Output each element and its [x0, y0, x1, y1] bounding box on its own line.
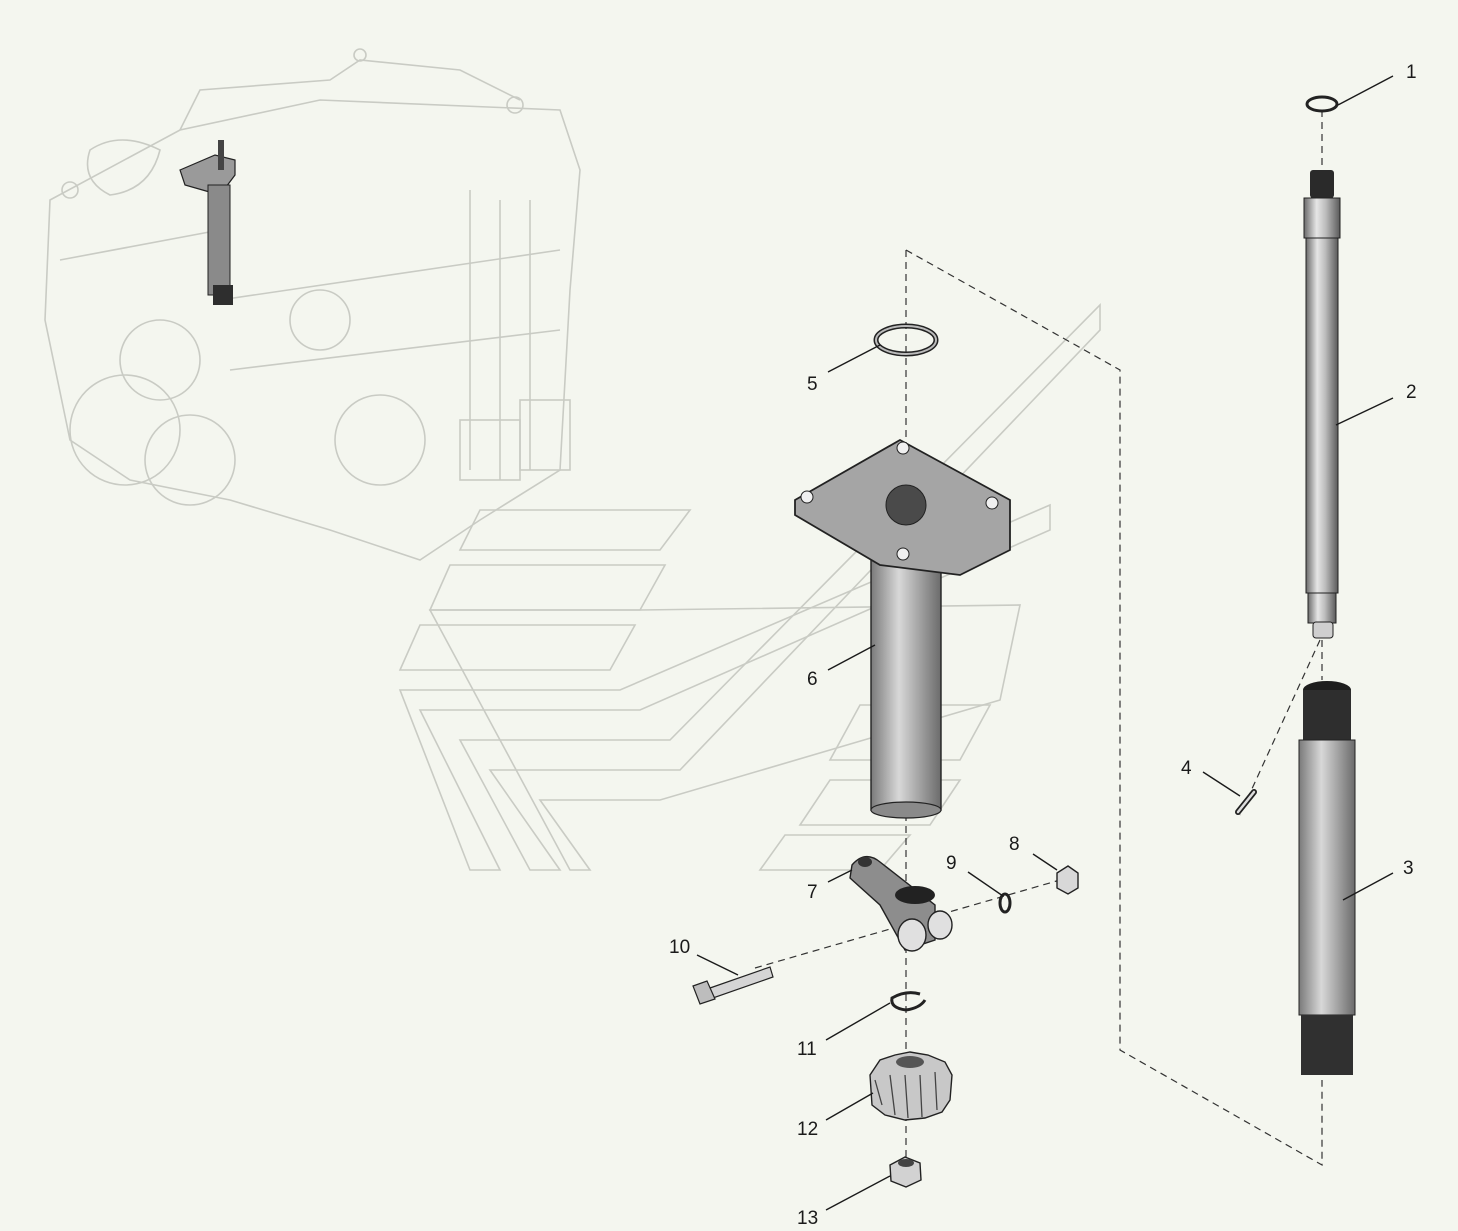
callout-4: 4	[1181, 758, 1192, 779]
callout-labels: 1 2 3 4 5 6 7 8 9 10 11 12 13	[669, 62, 1417, 1229]
part-9-washer	[998, 892, 1012, 914]
callout-3: 3	[1403, 858, 1414, 879]
callout-leader-lines	[696, 75, 1394, 1211]
callout-7: 7	[807, 882, 818, 903]
callout-10: 10	[669, 937, 690, 958]
part-4-pin	[1235, 789, 1257, 815]
part-6-flanged-housing	[794, 438, 1011, 819]
part-8-hex-nut	[1056, 865, 1079, 895]
part-5-o-ring	[873, 323, 939, 357]
part-10-bolt	[692, 966, 774, 1005]
callout-1: 1	[1406, 62, 1417, 83]
callout-6: 6	[807, 669, 818, 690]
callout-8: 8	[1009, 834, 1020, 855]
gearbox-assembly-overview	[44, 48, 581, 561]
callout-12: 12	[797, 1119, 818, 1140]
part-13-castle-nut	[889, 1156, 922, 1188]
part-7-lever	[849, 856, 953, 952]
part-2-shaft	[1303, 170, 1341, 639]
callout-5: 5	[807, 374, 818, 395]
part-12-gear	[869, 1051, 953, 1121]
callout-11: 11	[797, 1039, 817, 1060]
part-11-circlip	[890, 991, 927, 1012]
part-3-sleeve	[1298, 681, 1356, 1075]
assembly-guide-lines	[754, 110, 1323, 1167]
callout-2: 2	[1406, 382, 1417, 403]
part-1-snap-ring	[1305, 95, 1339, 113]
callout-9: 9	[946, 853, 957, 874]
callout-13: 13	[797, 1208, 818, 1229]
background-chevron-outlines	[398, 303, 1101, 871]
highlighted-shaft-assembly	[179, 140, 236, 305]
